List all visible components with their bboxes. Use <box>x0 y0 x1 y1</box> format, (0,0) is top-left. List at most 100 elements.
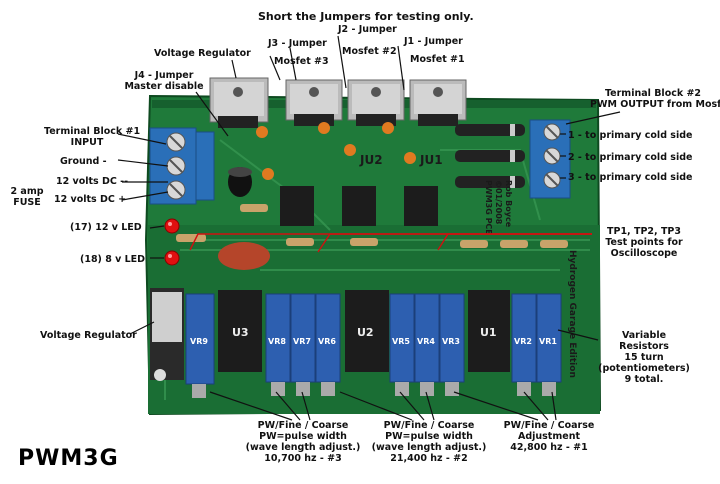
label-led-17: (17) 12 v LED <box>70 222 142 233</box>
svg-text:U1: U1 <box>480 326 497 339</box>
label-mosfet-1: Mosfet #1 <box>410 54 465 65</box>
label-output-1: 1 - to primary cold side <box>568 130 693 141</box>
label-pw-2: PW/Fine / Coarse PW=pulse width (wave le… <box>364 420 494 464</box>
test-point-lines <box>189 233 592 253</box>
pot-vr3: VR3 <box>439 293 465 396</box>
label-var-line2: Resistors <box>619 341 669 352</box>
page-title: Short the Jumpers for testing only. <box>258 10 474 23</box>
label-j4-line1: J4 - Jumper <box>134 70 194 81</box>
terminal-block-2 <box>529 119 571 199</box>
svg-text:VR7: VR7 <box>293 337 311 346</box>
label-tb1-line1: Terminal Block #1 <box>44 126 141 137</box>
led-17 <box>164 218 180 234</box>
pot-vr1: VR1 <box>536 293 562 396</box>
pot-vr7: VR7 <box>290 293 316 396</box>
silk-pcb-text: PWM3G PCB <box>484 180 493 235</box>
svg-text:VR1: VR1 <box>539 337 557 346</box>
silk-ju1: JU1 <box>419 153 443 167</box>
svg-text:U3: U3 <box>232 326 249 339</box>
label-tp-line1: TP1, TP2, TP3 <box>607 226 681 237</box>
svg-text:VR9: VR9 <box>190 337 208 346</box>
label-tb1-line2: INPUT <box>70 137 104 148</box>
driver-chips <box>280 186 438 226</box>
svg-text:VR3: VR3 <box>442 337 460 346</box>
label-var-line4: (potentiometers) <box>598 363 690 374</box>
label-j3-jumper: J3 - Jumper <box>268 38 327 49</box>
label-j2-jumper: J2 - Jumper <box>338 24 397 35</box>
label-terminal-block-1: Terminal Block #1 INPUT <box>44 126 141 148</box>
label-pw3-line4: 10,700 hz - #3 <box>264 453 342 464</box>
label-j1-jumper: J1 - Jumper <box>404 36 463 47</box>
label-pw3-line2: PW=pulse width <box>259 431 347 442</box>
label-voltage-regulator-left: Voltage Regulator <box>40 330 137 341</box>
svg-text:U2: U2 <box>357 326 374 339</box>
silk-author-text: Rob Boyce <box>504 180 513 228</box>
label-output-2: 2 - to primary cold side <box>568 152 693 163</box>
label-output-3: 3 - to primary cold side <box>568 172 693 183</box>
voltage-regulator-top <box>209 77 269 128</box>
label-var-line3: 15 turn <box>624 352 664 363</box>
label-tb2-line2: PWM OUTPUT from Mosfets <box>590 99 720 110</box>
resistors <box>176 204 568 248</box>
label-voltage-regulator-top: Voltage Regulator <box>154 48 251 59</box>
silk-ju2: JU2 <box>359 153 383 167</box>
label-tp-line3: Oscilloscope <box>610 248 678 259</box>
silk-date-text: ©01/2008 <box>494 180 503 225</box>
mosfet-2 <box>347 79 405 126</box>
label-test-points: TP1, TP2, TP3 Test points for Oscillosco… <box>596 226 692 259</box>
chip-u3: U3 <box>218 290 262 372</box>
label-12v-plus: 12 volts DC + <box>54 194 127 205</box>
electrolytic-capacitor <box>228 167 252 197</box>
svg-text:VR5: VR5 <box>392 337 410 346</box>
svg-text:VR2: VR2 <box>514 337 532 346</box>
svg-text:VR4: VR4 <box>417 337 435 346</box>
terminal-block-1 <box>149 127 215 205</box>
label-pw2-line1: PW/Fine / Coarse <box>383 420 475 431</box>
pot-vr2: VR2 <box>511 293 537 396</box>
pot-vr4: VR4 <box>414 293 440 396</box>
silk-edition-text: Hydrogen Garage Edition <box>567 250 577 378</box>
label-tb2-line1: Terminal Block #2 <box>604 88 702 99</box>
mosfet-1 <box>409 79 467 126</box>
label-pw2-line2: PW=pulse width <box>385 431 473 442</box>
label-terminal-block-2: Terminal Block #2 PWM OUTPUT from Mosfet… <box>590 88 720 110</box>
label-ground: Ground - <box>60 156 107 167</box>
label-pw1-line2: Adjustment <box>517 431 580 442</box>
label-led-18: (18) 8 v LED <box>80 254 146 265</box>
label-mosfet-2: Mosfet #2 <box>342 46 397 57</box>
label-mosfet-3: Mosfet #3 <box>274 56 329 67</box>
label-j4-jumper: J4 - Jumper Master disable <box>104 70 224 92</box>
label-tp-line2: Test points for <box>605 237 683 248</box>
label-12v-minus: 12 volts DC -- <box>56 176 129 187</box>
diodes <box>455 124 525 188</box>
label-pw1-line1: PW/Fine / Coarse <box>503 420 595 431</box>
label-pw-3: PW/Fine / Coarse PW=pulse width (wave le… <box>238 420 368 464</box>
mosfet-3 <box>285 79 343 126</box>
red-capacitor <box>218 242 270 270</box>
brand-title: PWM3G <box>18 446 119 471</box>
label-pw3-line1: PW/Fine / Coarse <box>257 420 349 431</box>
label-variable-resistors: Variable Resistors 15 turn (potentiomete… <box>594 330 694 385</box>
label-pw1-line3: 42,800 hz - #1 <box>510 442 588 453</box>
label-fuse-line2: FUSE <box>13 197 41 208</box>
led-18 <box>164 250 180 266</box>
pot-vr5: VR5 <box>389 293 415 396</box>
label-pw3-line3: (wave length adjust.) <box>245 442 361 453</box>
label-var-line1: Variable <box>621 330 667 341</box>
chip-u1: U1 <box>468 290 510 372</box>
pot-vr6: VR6 <box>315 293 341 396</box>
svg-text:VR6: VR6 <box>318 337 336 346</box>
pot-vr9: VR9 <box>185 293 215 398</box>
small-capacitors <box>256 122 416 180</box>
label-fuse: 2 amp FUSE <box>4 186 50 208</box>
callout-lines <box>117 35 621 421</box>
label-pw2-line3: (wave length adjust.) <box>371 442 487 453</box>
label-fuse-line1: 2 amp <box>10 186 44 197</box>
label-pw2-line4: 21,400 hz - #2 <box>390 453 468 464</box>
chip-u2: U2 <box>345 290 389 372</box>
pot-vr8: VR8 <box>265 293 291 396</box>
label-var-line5: 9 total. <box>624 374 664 385</box>
label-pw-1: PW/Fine / Coarse Adjustment 42,800 hz - … <box>494 420 604 453</box>
